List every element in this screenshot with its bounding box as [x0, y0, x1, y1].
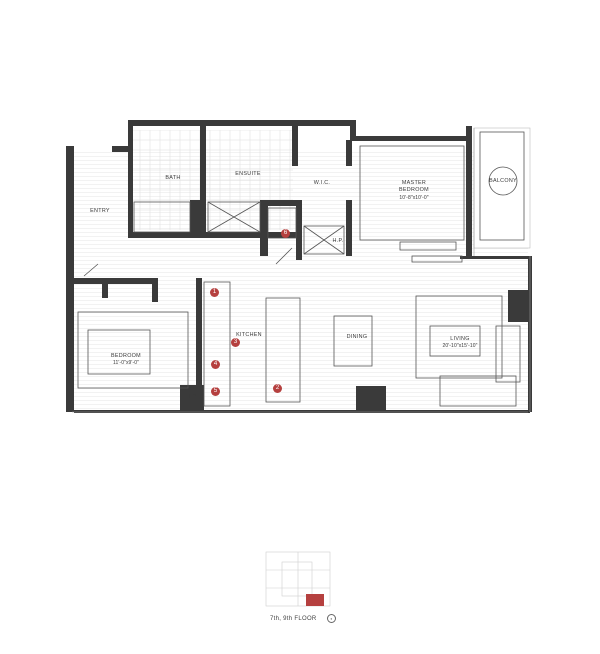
ensuite-label: ENSUITE: [235, 171, 261, 177]
living-label: LIVING: [450, 336, 470, 342]
wic-label: W.I.C.: [313, 180, 331, 186]
living-dimension: 20'-10"x15'-10": [442, 343, 478, 349]
hp-lower-label: H.P.: [186, 394, 198, 400]
floor-label: 7th, 9th FLOOR: [270, 616, 317, 622]
entry-label: ENTRY: [90, 208, 110, 214]
hp-upper-label: H.P.: [332, 238, 344, 244]
key-plan: [265, 551, 331, 607]
kitchen-label: KITCHEN: [236, 332, 262, 338]
marker-1: 1: [210, 288, 219, 297]
marker-5: 5: [211, 387, 220, 396]
master-bedroom-label: MASTER BEDROOM: [399, 180, 429, 193]
balcony-label: BALCONY: [489, 178, 517, 184]
dining-label: DINING: [346, 334, 368, 340]
north-arrow-icon: ◐: [327, 614, 336, 623]
master-bedroom-dimension: 10'-8"x10'-0": [399, 195, 429, 201]
bath-label: BATH: [165, 175, 181, 181]
marker-3: 3: [231, 338, 240, 347]
marker-6: 6: [281, 229, 290, 238]
marker-4: 4: [211, 360, 220, 369]
bedroom-label: BEDROOM: [111, 353, 141, 359]
marker-2: 2: [273, 384, 282, 393]
bedroom-dimension: 11'-0"x9'-0": [112, 360, 140, 366]
